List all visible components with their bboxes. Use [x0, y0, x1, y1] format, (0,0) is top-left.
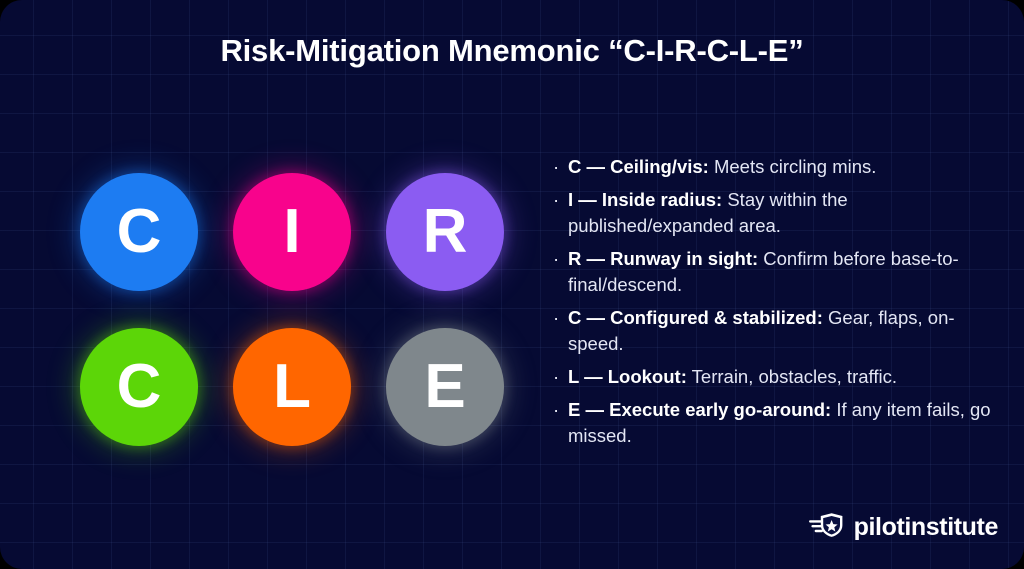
winged-shield-star-icon [808, 512, 845, 543]
mnemonic-bullet-list: · C — Ceiling/vis: Meets circling mins. · I… [551, 154, 1003, 456]
brand-logo: pilotinstitute [808, 512, 999, 543]
bullet-marker: · [553, 399, 560, 420]
circle-letter: E [424, 352, 466, 421]
list-item: · C — Ceiling/vis: Meets circling mins. [551, 154, 1003, 180]
circle-letter: C [116, 352, 162, 421]
circle-c-configured: C [80, 328, 198, 446]
list-item: · I — Inside radius: Stay within the publ… [551, 187, 1003, 239]
list-item: · C — Configured & stabilized: Gear, flap… [551, 305, 1003, 357]
letter-circles-grid: C I R C L E [80, 173, 505, 446]
circle-l-lookout: L [233, 328, 351, 446]
bullet-marker: · [553, 156, 560, 177]
bullet-detail: Confirm before base-to-final/descend. [568, 248, 959, 295]
circle-i-inside-radius: I [233, 173, 351, 291]
logo-text: pilotinstitute [853, 513, 999, 541]
bullet-lead: C — Ceiling/vis: [568, 156, 709, 177]
bullet-lead: C — Configured & stabilized: [568, 307, 823, 328]
bullet-lead: E — Execute early go-around: [568, 399, 832, 420]
bullet-marker: · [553, 307, 560, 328]
list-item: · L — Lookout: Terrain, obstacles, traffi… [551, 364, 1003, 390]
circle-e-execute: E [386, 328, 504, 446]
circle-letter: L [273, 352, 311, 421]
bullet-marker: · [553, 248, 560, 269]
bullet-marker: · [553, 189, 560, 210]
bullet-detail: Stay within the published/expanded area. [568, 189, 848, 236]
circle-c-ceiling: C [80, 173, 198, 291]
bullet-lead: I — Inside radius: [568, 189, 723, 210]
circle-r-runway: R [386, 173, 504, 291]
circle-letter: I [283, 197, 301, 266]
bullet-marker: · [553, 366, 560, 387]
bullet-lead: L — Lookout: [568, 366, 687, 387]
circle-letter: R [422, 197, 468, 266]
bullet-lead: R — Runway in sight: [568, 248, 759, 269]
page-title: Risk-Mitigation Mnemonic “C-I-R-C-L-E” [220, 33, 804, 68]
circle-letter: C [116, 197, 162, 266]
bullet-detail: If any item fails, go missed. [568, 399, 991, 446]
bullet-detail: Gear, flaps, on-speed. [568, 307, 955, 354]
bullet-detail: Meets circling mins. [708, 156, 877, 177]
list-item: · R — Runway in sight: Confirm before bas… [551, 246, 1003, 298]
bullet-detail: Terrain, obstacles, traffic. [686, 366, 897, 387]
list-item: · E — Execute early go-around: If any ite… [551, 397, 1003, 449]
